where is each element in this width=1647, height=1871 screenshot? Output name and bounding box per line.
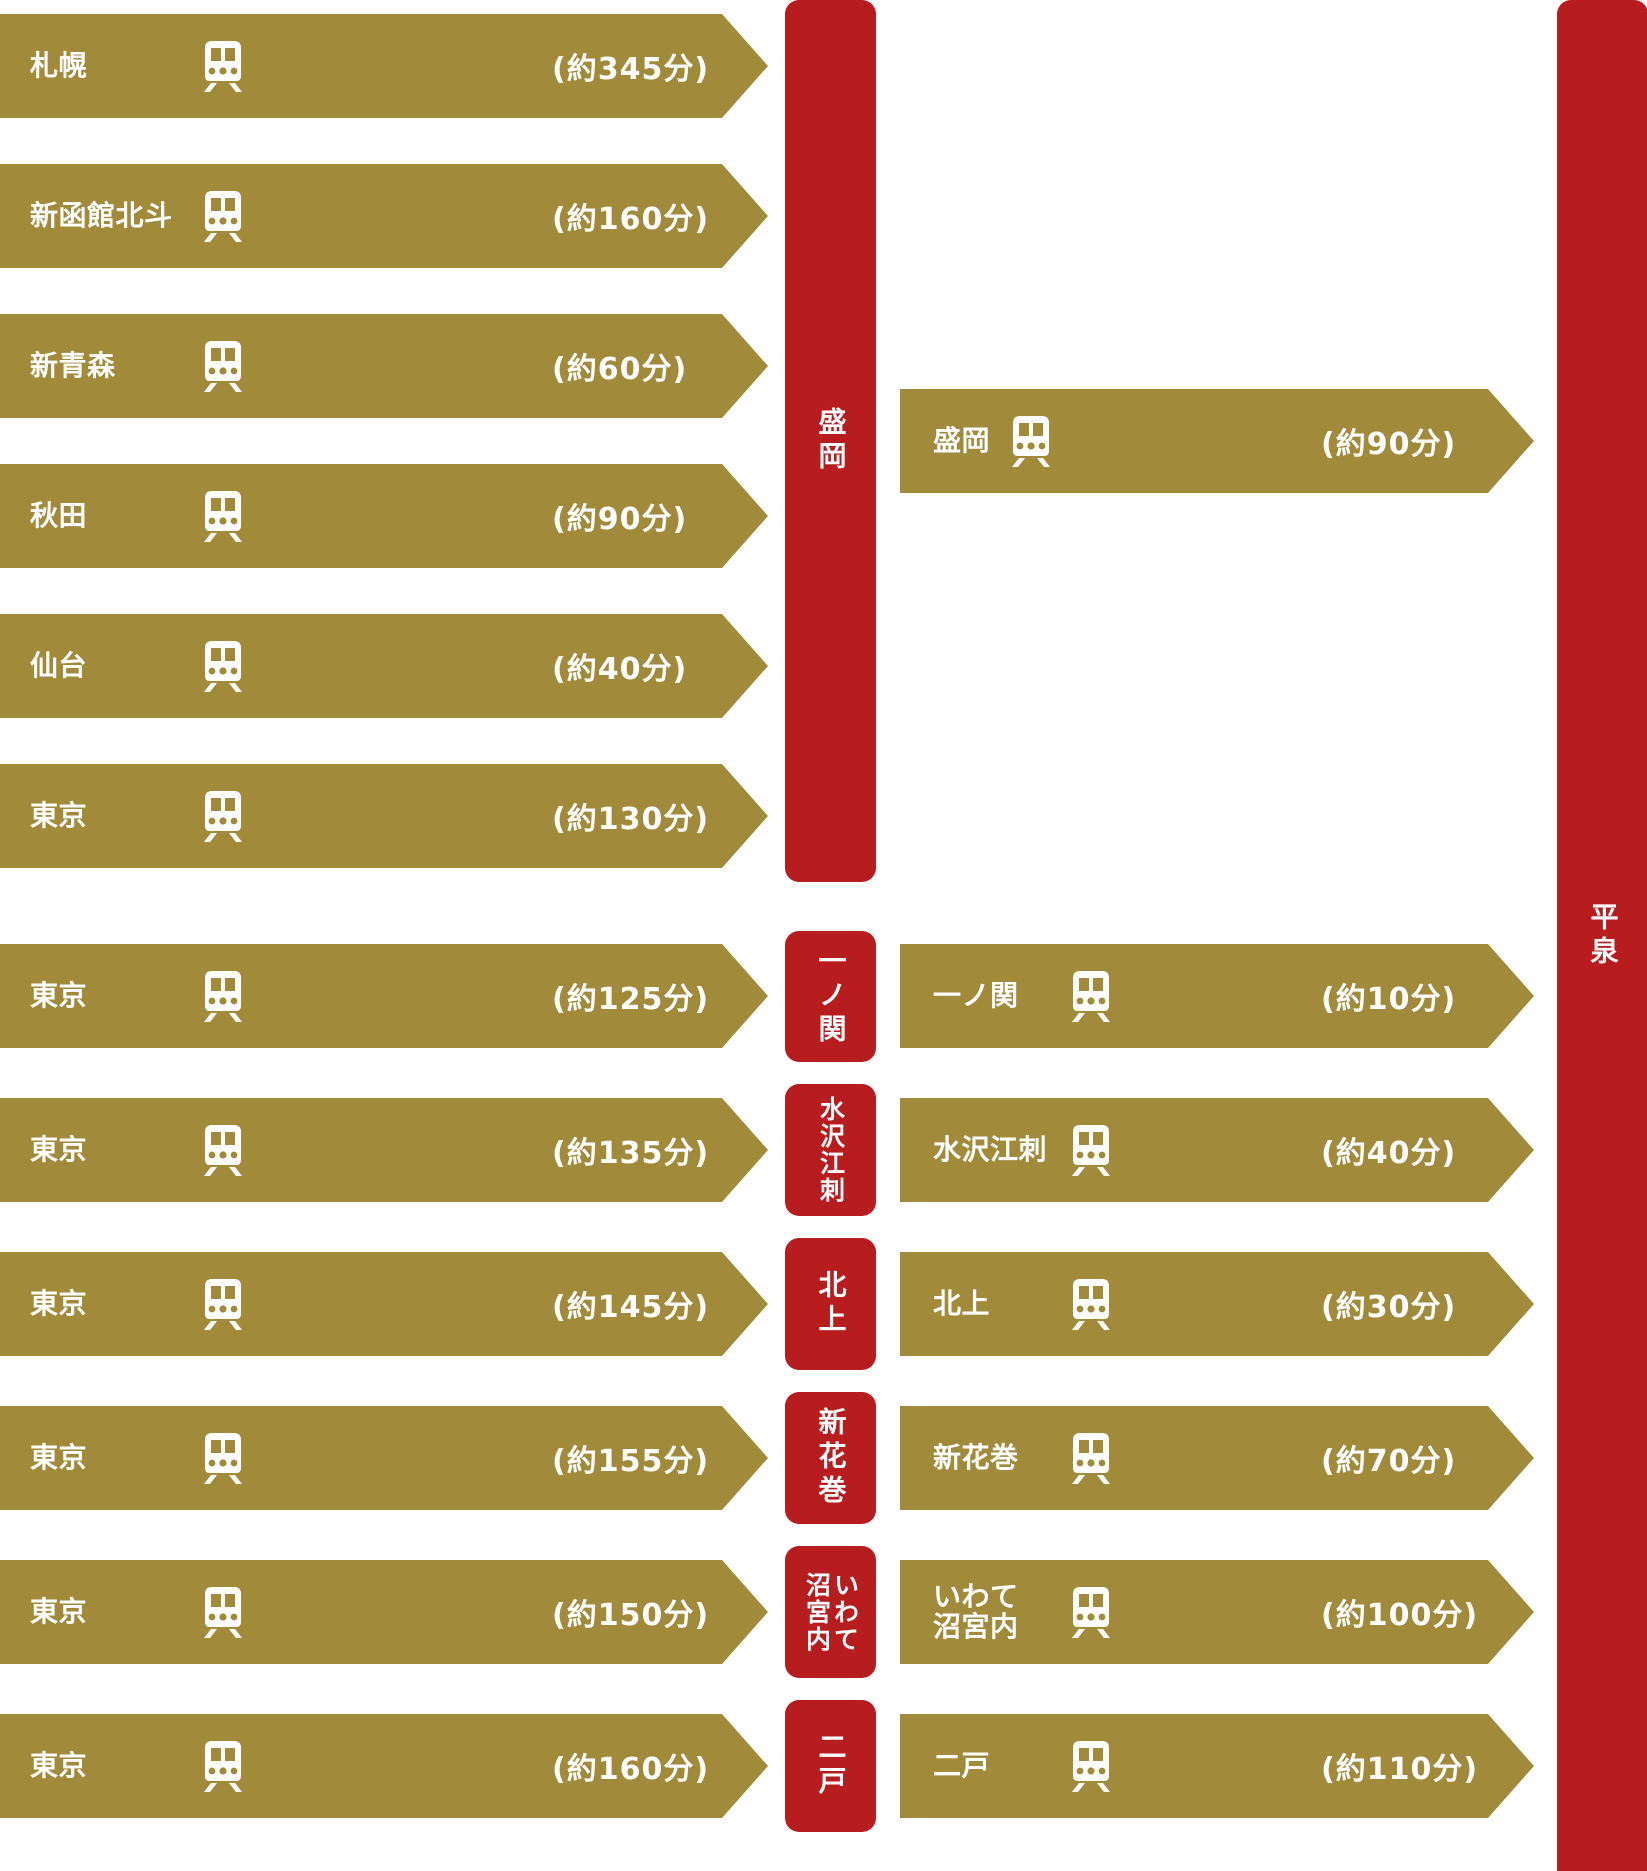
train-icon [203, 189, 243, 243]
left-route-shinhakodate: 新函館北斗 (約160分) [0, 164, 768, 268]
route-time: (約100分) [1321, 1598, 1479, 1633]
station-name: 一ノ関 [814, 945, 848, 1048]
train-icon [203, 1277, 243, 1331]
route-origin: 盛岡 [933, 424, 991, 457]
route-time: (約345分) [552, 52, 710, 87]
route-time: (約155分) [552, 1444, 710, 1479]
station-morioka: 盛岡 [785, 0, 876, 882]
left-route-tokyo-morioka: 東京 (約130分) [0, 764, 768, 868]
route-origin: 新函館北斗 [30, 199, 173, 232]
left-route-akita: 秋田 (約90分) [0, 464, 768, 568]
right-route-morioka: 盛岡 (約90分) [900, 389, 1534, 493]
left-route-sendai: 仙台 (約40分) [0, 614, 768, 718]
station-name: 北上 [814, 1270, 848, 1338]
train-icon [1011, 414, 1051, 468]
right-route-iwatenumakunai: いわて 沼宮内 (約100分) [900, 1560, 1534, 1664]
station-name: 二戸 [814, 1732, 848, 1800]
train-icon [1071, 1739, 1111, 1793]
route-time: (約60分) [552, 352, 688, 387]
right-route-ninohe: 二戸 (約110分) [900, 1714, 1534, 1818]
route-time: (約70分) [1321, 1444, 1457, 1479]
route-origin: 新青森 [30, 349, 116, 382]
right-route-mizusawaesashi: 水沢江刺 (約40分) [900, 1098, 1534, 1202]
station-mizusawaesashi: 水沢江刺 [785, 1084, 876, 1216]
destination-name: 平泉 [1586, 901, 1620, 970]
left-route-tokyo-shinhanamaki: 東京 (約155分) [0, 1406, 768, 1510]
train-icon [203, 1431, 243, 1485]
route-time: (約145分) [552, 1290, 710, 1325]
route-origin: 東京 [30, 1133, 88, 1166]
route-time: (約90分) [1321, 427, 1457, 462]
train-icon [203, 39, 243, 93]
left-route-tokyo-kitakami: 東京 (約145分) [0, 1252, 768, 1356]
station-name: 新花巻 [814, 1407, 848, 1509]
station-shinhanamaki: 新花巻 [785, 1392, 876, 1524]
route-origin: 札幌 [30, 49, 88, 82]
route-origin: 東京 [30, 1595, 88, 1628]
destination-hiraizumi: 平泉 [1557, 0, 1647, 1871]
route-origin: 東京 [30, 1441, 88, 1474]
route-origin: 北上 [933, 1287, 991, 1320]
route-time: (約40分) [552, 652, 688, 687]
train-icon [203, 969, 243, 1023]
route-time: (約160分) [552, 1752, 710, 1787]
route-origin: 秋田 [30, 499, 88, 532]
route-origin: 東京 [30, 979, 88, 1012]
train-icon [203, 489, 243, 543]
left-route-shinaomori: 新青森 (約60分) [0, 314, 768, 418]
train-icon [1071, 969, 1111, 1023]
route-time: (約160分) [552, 202, 710, 237]
route-time: (約150分) [552, 1598, 710, 1633]
route-origin: 東京 [30, 1287, 88, 1320]
left-route-tokyo-ninohe: 東京 (約160分) [0, 1714, 768, 1818]
left-route-tokyo-iwatenumakunai: 東京 (約150分) [0, 1560, 768, 1664]
station-name: いわて 沼宮内 [802, 1571, 860, 1653]
train-icon [1071, 1431, 1111, 1485]
station-iwatenumakunai: いわて 沼宮内 [785, 1546, 876, 1678]
route-origin: 東京 [30, 1749, 88, 1782]
station-kitakami: 北上 [785, 1238, 876, 1370]
route-origin: 水沢江刺 [933, 1133, 1048, 1166]
route-time: (約110分) [1321, 1752, 1479, 1787]
route-origin: 東京 [30, 799, 88, 832]
station-ichinoseki: 一ノ関 [785, 931, 876, 1062]
route-origin: 新花巻 [933, 1441, 1019, 1474]
route-time: (約90分) [552, 502, 688, 537]
route-time: (約125分) [552, 982, 710, 1017]
route-origin: 二戸 [933, 1749, 991, 1782]
train-icon [203, 1739, 243, 1793]
route-time: (約30分) [1321, 1290, 1457, 1325]
train-icon [203, 789, 243, 843]
route-time: (約10分) [1321, 982, 1457, 1017]
train-icon [203, 339, 243, 393]
left-route-sapporo: 札幌 (約345分) [0, 14, 768, 118]
train-icon [1071, 1277, 1111, 1331]
route-origin: 一ノ関 [933, 979, 1019, 1012]
right-route-ichinoseki: 一ノ関 (約10分) [900, 944, 1534, 1048]
train-icon [1071, 1123, 1111, 1177]
route-time: (約135分) [552, 1136, 710, 1171]
train-icon [1071, 1585, 1111, 1639]
station-ninohe: 二戸 [785, 1700, 876, 1832]
train-icon [203, 1585, 243, 1639]
station-name: 水沢江刺 [816, 1096, 846, 1204]
left-route-tokyo-mizusawaesashi: 東京 (約135分) [0, 1098, 768, 1202]
route-time: (約130分) [552, 802, 710, 837]
route-time: (約40分) [1321, 1136, 1457, 1171]
right-route-shinhanamaki: 新花巻 (約70分) [900, 1406, 1534, 1510]
train-icon [203, 639, 243, 693]
route-origin: いわて 沼宮内 [933, 1580, 1019, 1643]
train-icon [203, 1123, 243, 1177]
left-route-tokyo-ichinoseki: 東京 (約125分) [0, 944, 768, 1048]
station-name: 盛岡 [814, 407, 848, 475]
route-origin: 仙台 [30, 649, 88, 682]
right-route-kitakami: 北上 (約30分) [900, 1252, 1534, 1356]
